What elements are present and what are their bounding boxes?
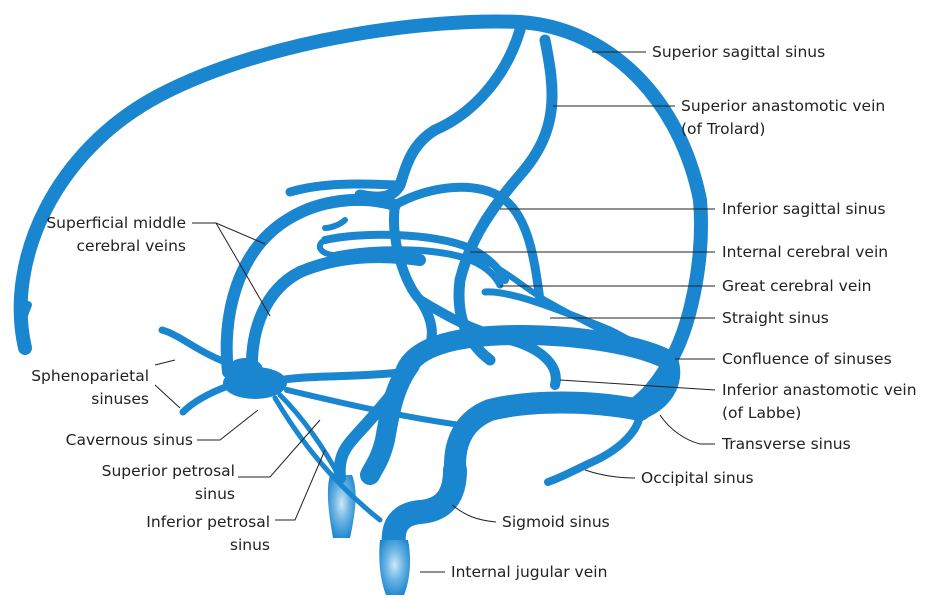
sigmoid-sinus [370, 365, 455, 545]
label-inferior-petrosal-sinus: Inferior petrosal [146, 513, 270, 531]
label-superior-sagittal-sinus: Superior sagittal sinus [652, 43, 825, 61]
label-inferior-anastomotic-vein-eponym: (of Labbe) [722, 404, 801, 422]
label-superior-anastomotic-vein-eponym: (of Trolard) [681, 120, 765, 138]
label-superior-petrosal-sinus: Superior petrosal [102, 462, 235, 480]
label-internal-jugular-vein: Internal jugular vein [451, 563, 607, 581]
label-sphenoparietal-sinuses: Sphenoparietal [31, 367, 149, 385]
label-superior-petrosal-sinus-2: sinus [195, 485, 235, 503]
label-cavernous-sinus: Cavernous sinus [66, 431, 193, 449]
label-superior-anastomotic-vein: Superior anastomotic vein [681, 97, 885, 115]
sphenoparietal-sinuses [162, 330, 228, 412]
labels: Superior sagittal sinus Superior anastom… [31, 43, 916, 581]
label-sphenoparietal-sinuses-2: sinuses [91, 390, 149, 408]
label-confluence-of-sinuses: Confluence of sinuses [722, 350, 892, 368]
label-occipital-sinus: Occipital sinus [641, 469, 754, 487]
label-transverse-sinus: Transverse sinus [721, 435, 851, 453]
label-superficial-middle-cerebral-veins: Superficial middle [46, 214, 186, 232]
occipital-sinus [548, 412, 640, 482]
label-inferior-sagittal-sinus: Inferior sagittal sinus [722, 200, 886, 218]
label-great-cerebral-vein: Great cerebral vein [722, 277, 872, 295]
petrosal-sinuses [275, 395, 380, 520]
label-sigmoid-sinus: Sigmoid sinus [502, 513, 610, 531]
label-inferior-anastomotic-vein: Inferior anastomotic vein [722, 381, 917, 399]
label-internal-cerebral-vein: Internal cerebral vein [722, 243, 888, 261]
label-straight-sinus: Straight sinus [722, 309, 829, 327]
label-superficial-middle-cerebral-veins-2: cerebral veins [77, 237, 186, 255]
label-inferior-petrosal-sinus-2: sinus [230, 536, 270, 554]
cavernous-sinus [223, 358, 460, 425]
